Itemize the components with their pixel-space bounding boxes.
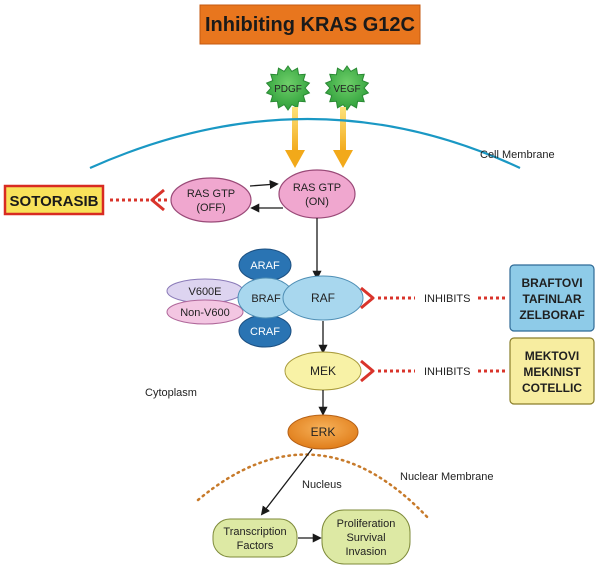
ras-activate-arrow	[249, 180, 279, 190]
raf-node: RAF	[282, 275, 364, 321]
braf-drug-3: ZELBORAF	[519, 308, 584, 322]
mek-drug-1: MEKTOVI	[525, 349, 579, 363]
title: Inhibiting KRAS G12C	[205, 14, 415, 36]
transcription-factors-node: Transcription Factors	[212, 518, 298, 558]
mek-inhibit-head	[360, 359, 375, 383]
ras-on-line2: (ON)	[305, 196, 329, 208]
erk-node: ERK	[287, 414, 359, 450]
sotorasib-label: SOTORASIB	[10, 193, 99, 210]
ras-off-line1: RAS GTP	[187, 188, 235, 200]
pdgf-label: PDGF	[274, 84, 302, 95]
erk-to-transcription-arrow	[260, 448, 313, 516]
outcome-invasion: Invasion	[346, 546, 387, 558]
v600e-label: V600E	[188, 286, 221, 298]
mek-inhibits-label: INHIBITS	[424, 366, 470, 378]
mek-drug-2: MEKINIST	[523, 365, 581, 379]
sotorasib-inhibit-head	[150, 188, 165, 212]
ras-off-line2: (OFF)	[196, 202, 225, 214]
cytoplasm-label: Cytoplasm	[145, 387, 197, 399]
ras-gtp-off-node: RAS GTP (OFF)	[170, 177, 252, 223]
cell-membrane-label: Cell Membrane	[480, 149, 555, 161]
braf-node: BRAF	[237, 277, 295, 319]
tf-line1: Transcription	[223, 526, 286, 538]
nucleus-label: Nucleus	[302, 479, 342, 491]
ras-gtp-on-node: RAS GTP (ON)	[278, 169, 356, 219]
raf-inhibit-head	[360, 286, 375, 310]
non-v600-label: Non-V600	[180, 307, 230, 319]
tf-line2: Factors	[237, 540, 274, 552]
outcome-survival: Survival	[346, 532, 385, 544]
cell-membrane-line	[89, 117, 521, 170]
vegf-factor: VEGF	[324, 65, 370, 111]
non-v600-node: Non-V600	[166, 299, 244, 325]
mek-label: MEK	[310, 364, 336, 378]
braf-inhibitors-box: BRAFTOVI TAFINLAR ZELBORAF	[509, 264, 595, 332]
raf-label: RAF	[311, 291, 335, 305]
sotorasib-box: SOTORASIB	[3, 184, 105, 216]
pdgf-factor: PDGF	[265, 65, 311, 111]
outcome-proliferation: Proliferation	[337, 518, 396, 530]
craf-node: CRAF	[238, 314, 292, 348]
nuclear-membrane-label: Nuclear Membrane	[400, 471, 494, 483]
v600e-node: V600E	[166, 278, 244, 304]
erk-label: ERK	[311, 425, 336, 439]
title-banner: Inhibiting KRAS G12C	[199, 4, 421, 45]
ras-on-line1: RAS GTP	[293, 182, 341, 194]
vegf-label: VEGF	[333, 84, 360, 95]
raf-inhibits-label: INHIBITS	[424, 293, 470, 305]
mek-inhibitors-box: MEKTOVI MEKINIST COTELLIC	[509, 337, 595, 405]
braf-drug-2: TAFINLAR	[522, 292, 581, 306]
mek-node: MEK	[284, 351, 362, 391]
braf-label: BRAF	[251, 293, 281, 305]
araf-node: ARAF	[238, 248, 292, 282]
braf-drug-1: BRAFTOVI	[521, 276, 582, 290]
nuclear-membrane-line	[196, 453, 432, 522]
araf-label: ARAF	[250, 260, 280, 272]
craf-label: CRAF	[250, 326, 280, 338]
outcomes-node: Proliferation Survival Invasion	[321, 509, 411, 565]
gf-arrows	[285, 107, 353, 168]
mek-drug-3: COTELLIC	[522, 381, 582, 395]
